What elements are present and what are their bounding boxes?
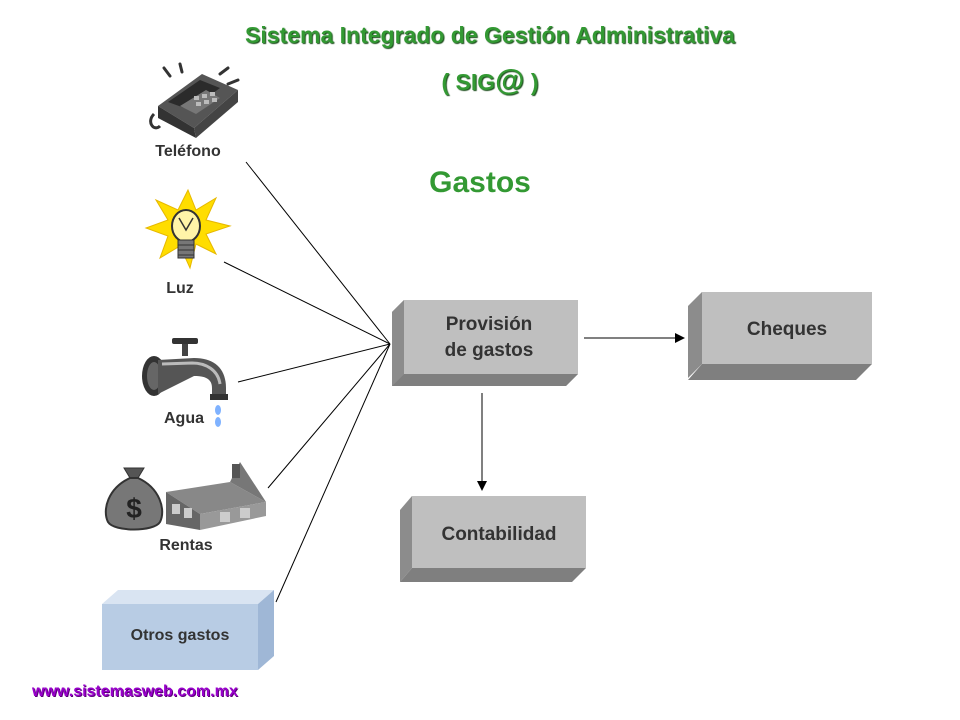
connector-luz	[223, 261, 391, 345]
subtitle-right: )	[524, 69, 539, 95]
label-luz: Luz	[166, 280, 194, 297]
cheques-box	[688, 292, 872, 380]
provision-box	[392, 300, 578, 386]
contabilidad-label: Contabilidad	[441, 524, 557, 545]
house-icon	[166, 462, 266, 530]
page-subtitle: ( SIG@ )	[0, 64, 960, 98]
otros-gastos-box	[102, 590, 274, 670]
money-bag-icon: $	[104, 467, 164, 531]
lightbulb-icon	[144, 188, 232, 270]
telephone-icon	[149, 62, 240, 138]
subtitle-left: ( SIG	[441, 69, 496, 95]
provision-line1: Provisión	[445, 314, 533, 335]
label-agua: Agua	[164, 410, 204, 427]
page-title: Sistema Integrado de Gestión Administrat…	[245, 22, 735, 48]
connector-otros	[275, 343, 391, 603]
footer-url[interactable]: www.sistemasweb.com.mx	[32, 683, 238, 700]
label-otros-gastos: Otros gastos	[130, 627, 230, 644]
section-title: Gastos	[429, 166, 531, 199]
cheques-label: Cheques	[746, 319, 828, 340]
label-telefono: Teléfono	[155, 143, 221, 160]
contabilidad-box	[400, 496, 586, 582]
connector-telefono	[245, 161, 391, 345]
svg-text:$: $	[126, 493, 142, 524]
provision-line2: de gastos	[444, 340, 534, 361]
subtitle-at-sign: @	[495, 64, 525, 97]
provision-label: Provisión de gastos	[404, 314, 574, 362]
water-faucet-icon	[142, 338, 228, 427]
connector-rentas	[267, 343, 391, 489]
connector-agua	[237, 343, 391, 383]
label-rentas: Rentas	[159, 537, 213, 554]
connector-lines	[223, 161, 391, 603]
